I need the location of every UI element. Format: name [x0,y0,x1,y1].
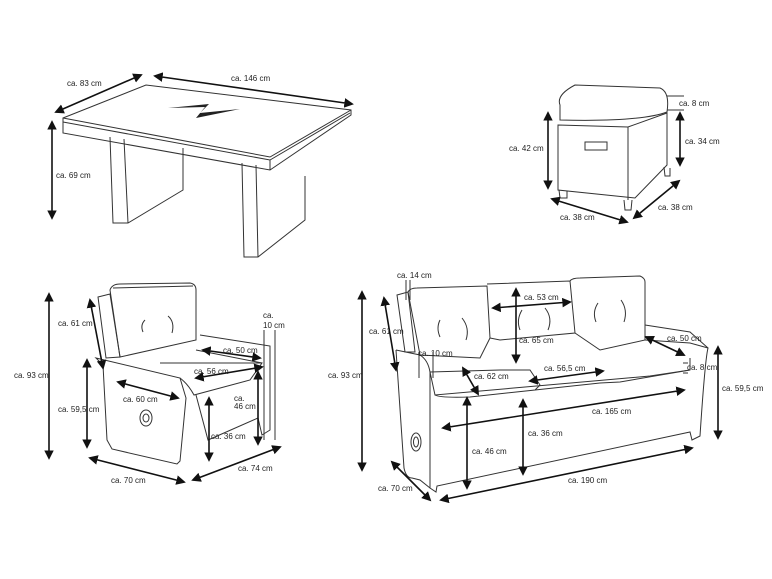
stool-width-label: ca. 38 cm [560,213,595,222]
armchair-frame-height-label: ca. 36 cm [211,432,246,441]
armchair-seat-width-label: ca. 56 cm [194,367,229,376]
dining-table-drawing [47,72,354,258]
sofa-seat-cushion-thickness-label: ca. 8 cm [687,363,718,372]
sofa-frame-height-label: ca. 36 cm [528,429,563,438]
stool-drawing [543,84,685,225]
sofa-cushion-height-label: ca. 65 cm [519,336,554,345]
sofa-backrest-thickness-label: ca. 14 cm [397,271,432,280]
armchair-arm-height-label: ca. 59,5 cm [58,405,100,414]
armchair-arm-length-label: ca. 60 cm [123,395,158,404]
armchair-depth-label: ca. 74 cm [238,464,273,473]
stool-total-height-label: ca. 42 cm [509,144,544,153]
sofa-armrest-width-label: ca. 10 cm [418,349,453,358]
sofa-cushion-width-label: ca. 53 cm [524,293,559,302]
sofa-total-height-label: ca. 93 cm [328,371,363,380]
stool-depth-label: ca. 38 cm [658,203,693,212]
armchair-armrest-width-label-top: ca. [263,311,274,320]
sofa-width-label: ca. 190 cm [568,476,608,485]
sofa-arm-height-label: ca. 59,5 cm [722,384,764,393]
armchair-width-label: ca. 70 cm [111,476,146,485]
sofa-arm-depth-label: ca. 50 cm [667,334,702,343]
armchair-armrest-width-label-bottom: 10 cm [263,321,285,330]
armchair-backrest-height-label: ca. 61 cm [58,319,93,328]
armchair-seat-depth-label: ca. 50 cm [223,346,258,355]
sofa-seat-cushion-width-label: ca. 56,5 cm [544,364,586,373]
stool-base-height-label: ca. 34 cm [685,137,720,146]
armchair-seat-height-label-bottom: 46 cm [234,402,256,411]
table-width-label: ca. 146 cm [231,74,271,83]
armchair-drawing [44,282,282,485]
stool-cushion-height-label: ca. 8 cm [679,99,710,108]
table-depth-label: ca. 83 cm [67,79,102,88]
armchair-seat-height-label-top: ca. [234,394,245,403]
sofa-seat-depth-label: ca. 62 cm [474,372,509,381]
sofa-depth-label: ca. 70 cm [378,484,413,493]
sofa-inner-width-label: ca. 165 cm [592,407,632,416]
sofa-seat-height-label: ca. 46 cm [472,447,507,456]
sofa-backrest-height-label: ca. 61 cm [369,327,404,336]
armchair-total-height-label: ca. 93 cm [14,371,49,380]
sofa-drawing [357,275,723,504]
table-height-label: ca. 69 cm [56,171,91,180]
